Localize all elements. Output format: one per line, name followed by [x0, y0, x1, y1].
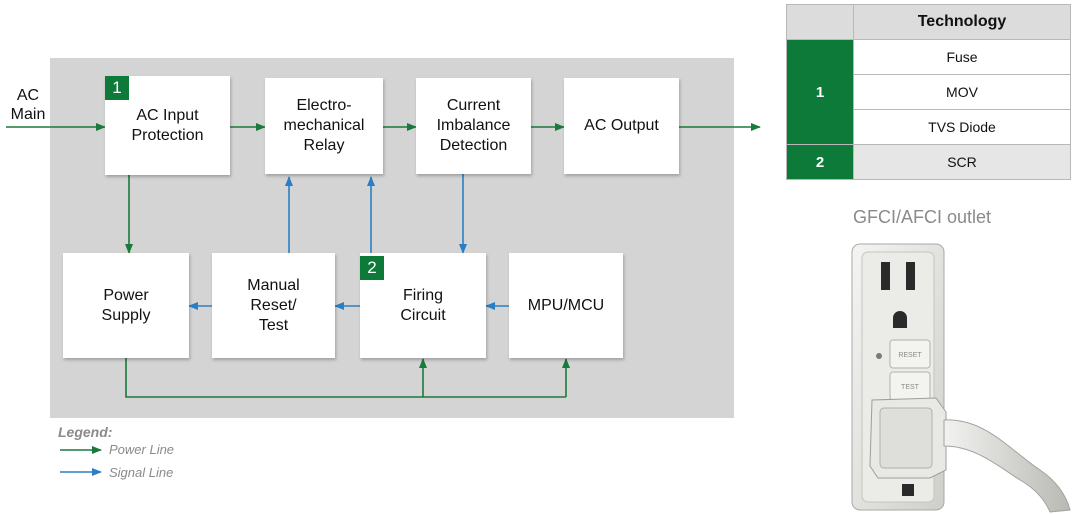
legend-title: Legend: [58, 424, 113, 440]
technology-table: Technology 1 Fuse MOV TVS Diode 2 SCR [786, 4, 1071, 180]
outlet-button-text: TEST [901, 384, 920, 391]
table-tech-cell: MOV [853, 74, 1071, 110]
ac-main-label: AC Main [10, 87, 46, 123]
manual-reset-test-label: Manual Reset/ Test [247, 276, 300, 334]
current-imbalance-detection-block: Current Imbalance Detection [416, 78, 531, 174]
table-header-technology: Technology [853, 4, 1071, 40]
table-tech-cell: SCR [853, 144, 1071, 180]
table-header-row: Technology [786, 4, 1071, 40]
group-2-badge: 2 [360, 256, 384, 280]
electromechanical-relay-block: Electro- mechanical Relay [265, 78, 383, 174]
ac-input-protection-label: AC Input Protection [131, 106, 204, 144]
outlet-label: GFCI/AFCI outlet [853, 207, 992, 227]
table-tech-cell: Fuse [853, 39, 1071, 75]
electromechanical-relay-label: Electro- mechanical Relay [283, 97, 365, 154]
table-header-blank [786, 4, 854, 40]
power-line-supply-bus [125, 358, 566, 398]
table-row: 1 Fuse [786, 39, 1071, 145]
ac-output-block: AC Output [564, 78, 679, 174]
outlet-neutral-slot [906, 262, 915, 290]
current-imbalance-detection-label: Current Imbalance Detection [436, 97, 511, 154]
table-row: TVS Diode [787, 109, 1071, 145]
group-1-badge: 1 [105, 76, 129, 100]
mpu-mcu-label: MPU/MCU [527, 296, 605, 314]
firing-circuit-label: Firing Circuit [400, 286, 446, 324]
table-group-1-cell: 1 [786, 39, 854, 145]
manual-reset-test-block: Manual Reset/ Test [212, 253, 335, 358]
ac-output-label: AC Output [584, 117, 659, 134]
outlet-bottom-screw [902, 484, 914, 496]
outlet-ground-hole [893, 311, 907, 328]
outlet-hot-slot [881, 262, 890, 290]
plug-cord [943, 419, 1071, 513]
table-tech-cell: TVS Diode [853, 109, 1071, 145]
outlet-button-text: RESET [898, 352, 922, 359]
table-group-2-cell: 2 [786, 144, 854, 180]
mpu-mcu-block: MPU/MCU [509, 253, 623, 358]
power-supply-block: Power Supply [63, 253, 189, 358]
outlet-reset-button [889, 339, 931, 369]
outlet-indicator-led [876, 353, 882, 359]
table-row: 2 SCR [786, 144, 1071, 180]
legend-signal-line-label: Signal Line [109, 465, 174, 480]
gfci-outlet-illustration [851, 243, 1071, 513]
legend-power-line-label: Power Line [109, 442, 175, 457]
power-supply-label: Power Supply [101, 286, 151, 324]
